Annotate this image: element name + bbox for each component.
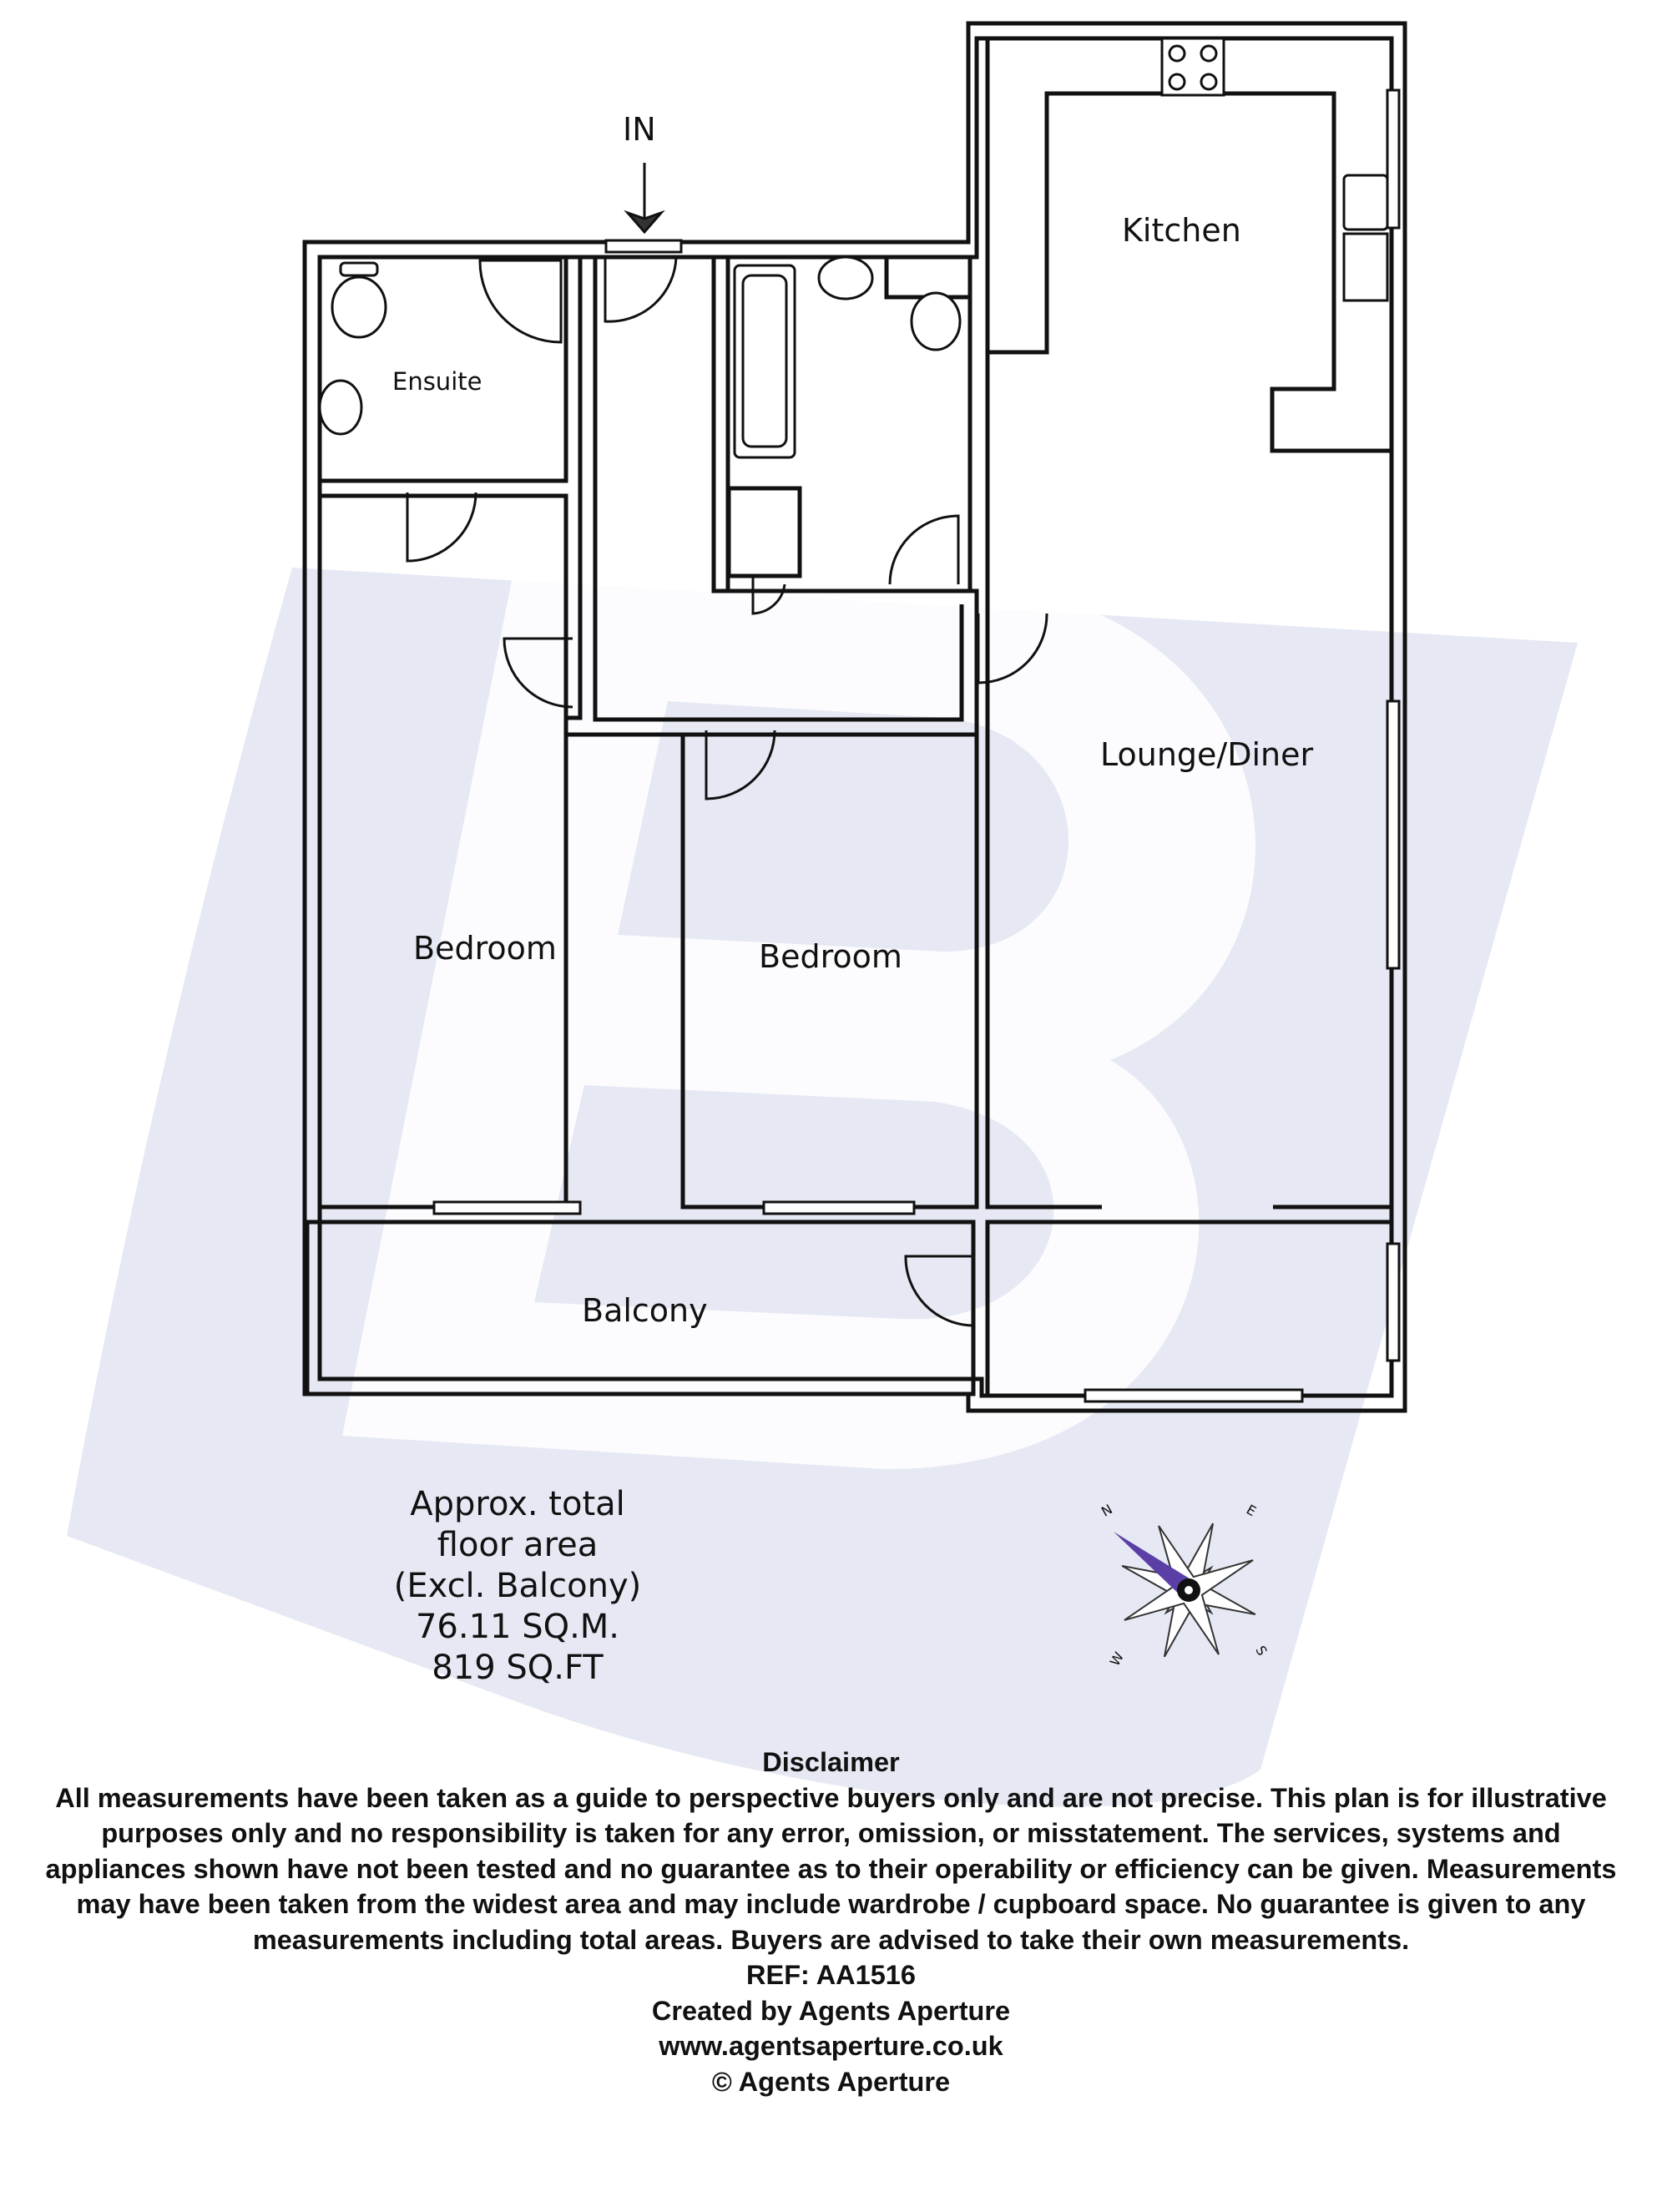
basin-icon xyxy=(817,255,874,300)
area-sqft: 819 SQ.FT xyxy=(432,1649,604,1687)
area-line-3: (Excl. Balcony) xyxy=(393,1567,642,1605)
disclaimer-block: Disclaimer All measurements have been ta… xyxy=(33,1745,1629,2099)
fixtures xyxy=(318,37,1389,459)
compass-needle xyxy=(1114,1532,1192,1600)
doors xyxy=(406,256,1048,1327)
drainer-icon xyxy=(1342,232,1389,302)
room-label-kitchen: Kitchen xyxy=(1122,212,1241,249)
entrance-label: IN xyxy=(623,111,656,148)
room-label-balcony: Balcony xyxy=(582,1292,708,1329)
floor-area-summary: Approx. total floor area (Excl. Balcony)… xyxy=(317,1484,718,1689)
disclaimer-body: All measurements have been taken as a gu… xyxy=(45,1782,1617,1955)
shower-icon xyxy=(478,259,563,344)
reference: REF: AA1516 xyxy=(746,1960,916,1990)
disclaimer-title: Disclaimer xyxy=(762,1747,900,1777)
room-label-bedroom-1: Bedroom xyxy=(413,930,557,967)
area-line-1: Approx. total xyxy=(410,1485,625,1523)
entrance-arrow-icon xyxy=(624,163,665,235)
basin-icon xyxy=(318,379,363,436)
copyright: © Agents Aperture xyxy=(711,2066,951,2097)
room-label-ensuite: Ensuite xyxy=(392,367,482,396)
room-label-lounge-diner: Lounge/Diner xyxy=(1100,736,1314,773)
toilet-icon xyxy=(910,291,962,351)
room-label-bedroom-2: Bedroom xyxy=(759,938,902,975)
compass-rose-icon xyxy=(1114,1523,1256,1658)
created-by: Created by Agents Aperture xyxy=(651,1995,1011,2026)
watermark-logo xyxy=(67,551,1578,1807)
website-link[interactable]: www.agentsaperture.co.uk xyxy=(659,2031,1003,2061)
area-line-2: floor area xyxy=(437,1526,599,1564)
windows xyxy=(432,88,1401,1403)
toilet-icon xyxy=(331,275,387,339)
sink-icon xyxy=(1342,174,1389,231)
area-sqm: 76.11 SQ.M. xyxy=(415,1608,620,1646)
